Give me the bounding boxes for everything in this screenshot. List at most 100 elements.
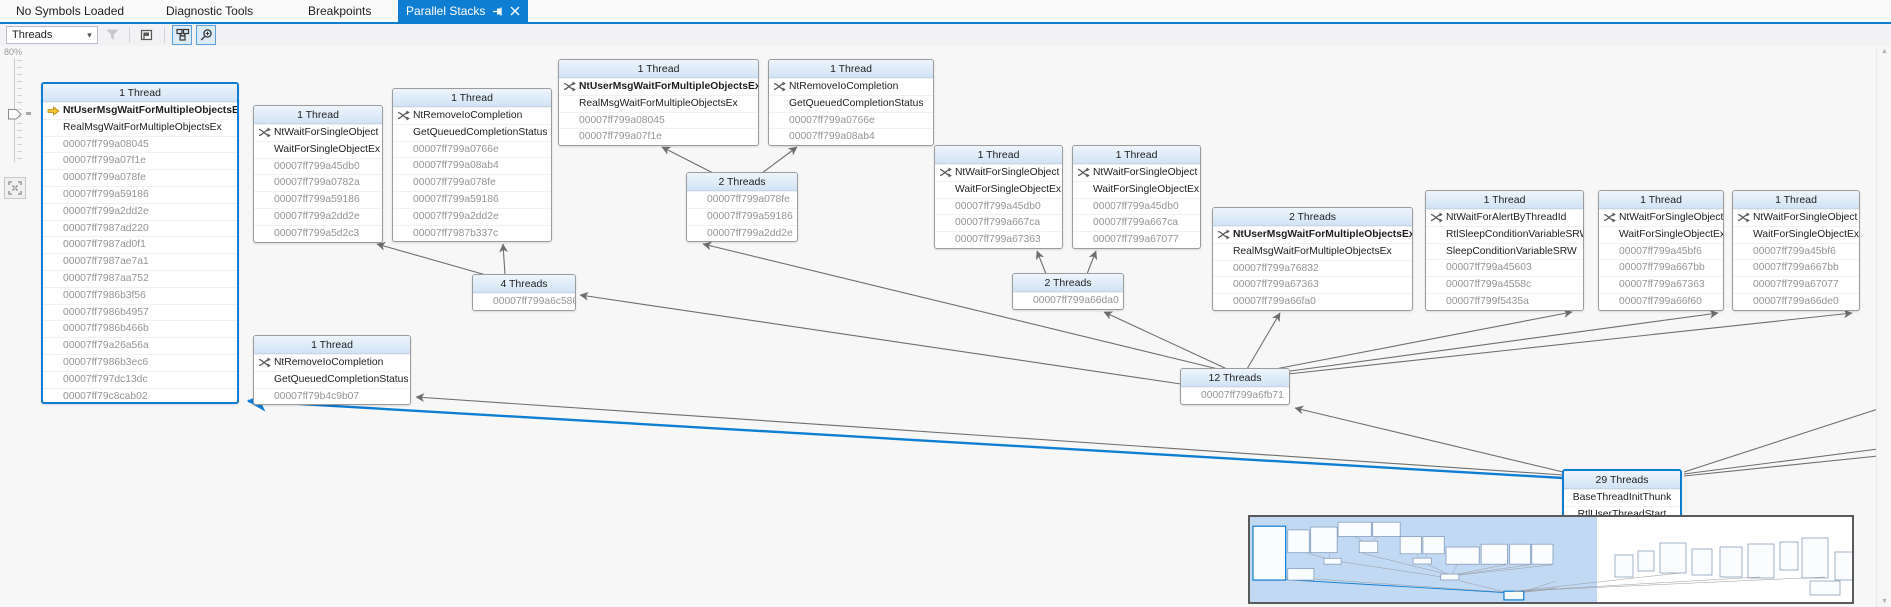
address-frame[interactable]: 00007ff799a59186 [254,191,382,208]
address-frame[interactable]: 00007ff799a59186 [687,207,797,225]
address-frame[interactable]: 00007ff799a2dd2e [254,207,382,225]
address-frame[interactable]: 00007ff799a07f1e [43,152,237,169]
address-frame[interactable]: 00007ff79c8cab02 [43,387,237,403]
address-frame[interactable]: 00007ff7987b337c [393,224,551,242]
stack-frame[interactable]: NtWaitForSingleObject [935,164,1062,181]
address-frame[interactable]: 00007ff799a4558c [1426,276,1583,293]
address-frame[interactable]: 00007ff799a67363 [1213,276,1412,293]
address-frame[interactable]: 00007ff7986b466b [43,320,237,337]
address-frame[interactable]: 00007ff799a66f60 [1599,292,1723,310]
address-frame[interactable]: 00007ff799a59186 [393,190,551,208]
address-frame[interactable]: 00007ff797dc13dc [43,370,237,388]
tab-no-symbols-loaded[interactable]: No Symbols Loaded [16,4,125,18]
stack-frame[interactable]: NtUserMsgWaitForMultipleObjectsEx [559,78,758,95]
address-frame[interactable]: 00007ff79b4c9b07 [254,387,410,405]
stack-frame[interactable]: NtWaitForSingleObject [1733,209,1859,226]
address-frame[interactable]: 00007ff7987aa752 [43,269,237,287]
address-frame[interactable]: 00007ff799a67077 [1073,231,1200,248]
tab-parallel-stacks[interactable]: Parallel Stacks [398,0,529,22]
scroll-up-arrow-icon[interactable]: ▲ [1881,48,1888,55]
address-frame[interactable]: 00007ff799a76832 [1213,259,1412,277]
stack-frame[interactable]: NtRemoveIoCompletion [254,354,410,371]
toggle-method-view-button[interactable] [172,25,192,45]
address-frame[interactable]: 00007ff799a078fe [43,169,237,186]
stack-frame[interactable]: RtlSleepConditionVariableSRW [1426,225,1583,243]
stack-frame[interactable]: NtWaitForAlertByThreadId [1426,209,1583,226]
address-frame[interactable]: 00007ff799a45bf6 [1733,242,1859,260]
address-frame[interactable]: 00007ff799a08ab4 [769,128,933,145]
address-frame[interactable]: 00007ff799a45db0 [1073,197,1200,215]
address-frame[interactable]: 00007ff799a08045 [43,135,237,153]
view-mode-combobox[interactable]: Threads ▾ [6,26,98,44]
address-frame[interactable]: 00007ff799a45db0 [935,197,1062,215]
stack-frame[interactable]: RealMsgWaitForMultipleObjectsEx [559,94,758,112]
stack-frame[interactable]: SleepConditionVariableSRW [1426,242,1583,260]
stack-frame[interactable]: NtWaitForSingleObject [1599,209,1723,226]
address-frame[interactable]: 00007ff799a66fa0 [1213,293,1412,310]
address-frame[interactable]: 00007ff799a2dd2e [43,202,237,220]
address-frame[interactable]: 00007ff799f5435a [1426,292,1583,310]
stack-frame[interactable]: RealMsgWaitForMultipleObjectsEx [43,118,237,136]
stack-frame[interactable]: RtlUserThreadStart [1564,505,1680,521]
address-frame[interactable]: 00007ff799a078fe [393,174,551,191]
show-only-flagged-button[interactable] [137,25,157,45]
stack-frame[interactable]: NtRemoveIoCompletion [769,78,933,95]
address-frame[interactable]: 00007ff799a6fb71 [1181,387,1289,404]
address-frame[interactable]: 00007ff79a26a56a [43,337,237,354]
address-frame[interactable]: 00007ff799a0782a [254,174,382,191]
address-frame[interactable]: 00007ff799a6c586 [473,293,575,310]
stack-frame[interactable]: NtWaitForSingleObject [254,124,382,141]
address-frame[interactable]: 00007ff799a07f1e [559,128,758,145]
tab-breakpoints[interactable]: Breakpoints [308,4,372,18]
address-frame[interactable]: 00007ff799a667ca [1073,214,1200,231]
address-frame[interactable]: 00007ff799a667bb [1599,259,1723,276]
address-frame[interactable]: 00007ff799a67077 [1733,276,1859,293]
address-frame[interactable]: 00007ff799a2dd2e [393,207,551,225]
address-frame[interactable]: 00007ff799a2dd2e [687,224,797,242]
pin-icon[interactable] [492,6,503,17]
tab-diagnostic-tools[interactable]: Diagnostic Tools [166,4,254,18]
stack-frame[interactable]: WaitForSingleObjectEx [935,180,1062,198]
address-frame[interactable]: 00007ff7987ad220 [43,219,237,237]
stack-frame[interactable]: NtWaitForSingleObject [1073,164,1200,181]
stack-frame[interactable]: NtRemoveIoCompletion [393,107,551,124]
address-frame[interactable]: 00007ff799a078fe [687,191,797,208]
address-frame[interactable]: 00007ff799a66de0 [1733,292,1859,310]
address-frame[interactable]: 00007ff799a0766e [393,140,551,158]
zoom-to-fit-button[interactable] [4,177,26,199]
stack-node-b17[interactable]: 29 ThreadsBaseThreadInitThunkRtlUserThre… [1562,469,1682,523]
address-frame[interactable]: 00007ff799a08045 [559,111,758,129]
stack-frame[interactable]: RealMsgWaitForMultipleObjectsEx [1213,242,1412,260]
address-frame[interactable]: 00007ff799a67363 [935,231,1062,248]
address-frame[interactable]: 00007ff799a45db0 [254,157,382,175]
stack-frame[interactable]: BaseThreadInitThunk [1564,489,1680,506]
address-frame[interactable]: 00007ff799a66da0 [1013,292,1123,309]
address-frame[interactable]: 00007ff799a59186 [43,185,237,203]
stack-frame[interactable]: GetQueuedCompletionStatus [393,123,551,141]
address-frame[interactable]: 00007ff7986b4957 [43,303,237,321]
filter-button[interactable] [102,25,122,45]
address-frame[interactable]: 00007ff799a45bf6 [1599,242,1723,260]
stack-frame[interactable]: WaitForSingleObjectEx [1733,225,1859,243]
zoom-slider-handle[interactable] [8,107,22,125]
stack-frame[interactable]: GetQueuedCompletionStatus [254,370,410,388]
address-frame[interactable]: 00007ff799a45603 [1426,259,1583,276]
stack-frame[interactable]: NtUserMsgWaitForMultipleObjectsEx [1213,226,1412,243]
vertical-scrollbar[interactable]: ▲ ▼ [1876,46,1891,607]
